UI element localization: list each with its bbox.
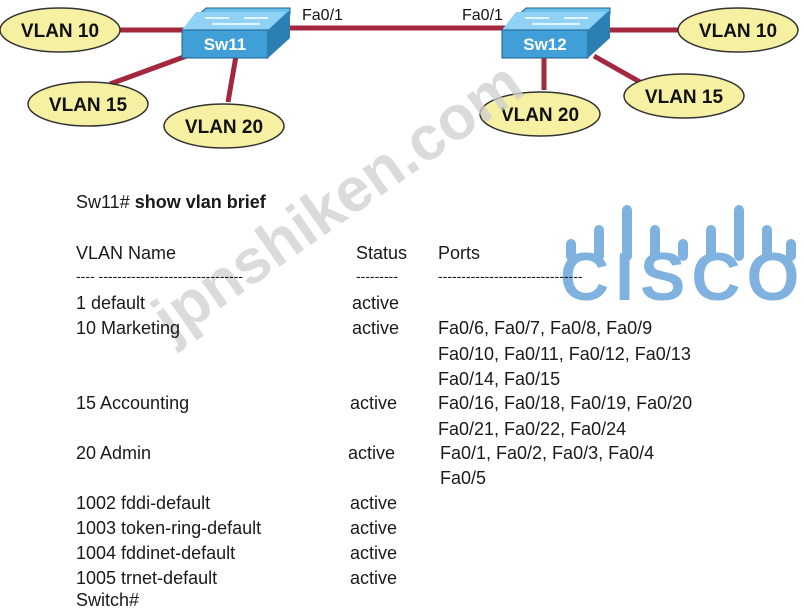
vlan-row-name: 15 Accounting — [76, 393, 190, 413]
switch-sw11: Sw11 — [181, 7, 291, 59]
header-ports: Ports — [438, 243, 481, 263]
vlan-row-status: active — [350, 493, 398, 513]
vlan-row-status: active — [350, 393, 398, 413]
vlan-row-ports: Fa0/10, Fa0/11, Fa0/12, Fa0/13 — [438, 344, 691, 364]
vlan-row-status: active — [350, 518, 398, 538]
command-text: show vlan brief — [134, 192, 266, 212]
link-sw11-vlan20 — [225, 55, 239, 103]
vlan-node: VLAN 10 — [0, 7, 121, 53]
header-vlan-name: VLAN Name — [76, 243, 177, 263]
link-sw12-vlan15 — [592, 53, 642, 85]
vlan-row-status: active — [352, 293, 400, 313]
port-label-sw12: Fa0/1 — [462, 7, 503, 24]
link-sw11-vlan15 — [109, 51, 193, 87]
switch-arrows-icon — [205, 17, 268, 25]
vlan-node: VLAN 20 — [163, 103, 285, 149]
prompt-host: Sw11# — [76, 192, 130, 212]
vlan-row-name: 1004 fddinet-default — [76, 543, 236, 563]
vlan-row-ports: Fa0/21, Fa0/22, Fa0/24 — [438, 419, 627, 439]
vlan-label: VLAN 10 — [699, 21, 777, 42]
vlan-node: VLAN 20 — [479, 91, 601, 137]
vlan-row-name: 1005 trnet-default — [76, 568, 218, 588]
topology-diagram: VLAN 10 VLAN 15 VLAN 20 VLAN 10 VLAN 20 … — [0, 7, 799, 149]
separator-ports: ------------------------------- — [438, 268, 583, 284]
vlan-row-ports: Fa0/1, Fa0/2, Fa0/3, Fa0/4 — [440, 443, 655, 463]
switch-arrows-icon — [525, 17, 588, 25]
vlan-label: VLAN 20 — [185, 117, 263, 138]
vlan-row-status: active — [350, 568, 398, 588]
cisco-bars-icon — [566, 205, 796, 261]
vlan-row-status: active — [350, 543, 398, 563]
vlan-node: VLAN 15 — [623, 73, 745, 119]
vlan-row-name: 10 Marketing — [76, 318, 181, 338]
vlan-label: VLAN 15 — [49, 95, 128, 116]
switch-label: Sw12 — [523, 35, 566, 54]
vlan-row-ports: Fa0/16, Fa0/18, Fa0/19, Fa0/20 — [438, 393, 693, 413]
vlan-row-name: 20 Admin — [76, 443, 152, 463]
vlan-row-name: 1003 token-ring-default — [76, 518, 262, 538]
switch-label: Sw11 — [204, 35, 247, 54]
switch-sw12: Sw12 — [501, 7, 611, 59]
vlan-label: VLAN 10 — [21, 21, 99, 42]
vlan-row-status: active — [348, 443, 396, 463]
vlan-row-ports: Fa0/14, Fa0/15 — [438, 369, 561, 389]
header-status: Status — [356, 243, 408, 263]
links — [109, 25, 680, 103]
vlan-row-ports: Fa0/6, Fa0/7, Fa0/8, Fa0/9 — [438, 318, 653, 338]
vlan-row-status: active — [352, 318, 400, 338]
vlan-label: VLAN 20 — [501, 105, 579, 126]
vlan-node: VLAN 15 — [27, 81, 149, 127]
vlan-row-name: 1 default — [76, 293, 146, 313]
cisco-logo-text: CISCO — [560, 239, 804, 315]
vlan-row-ports: Fa0/5 — [440, 468, 487, 488]
vlan-node: VLAN 10 — [677, 7, 799, 53]
separator-name: ---- ------------------------------- — [76, 268, 244, 284]
end-prompt: Switch# — [76, 590, 140, 610]
port-label-sw11: Fa0/1 — [302, 7, 343, 24]
cli-prompt-line: Sw11# show vlan brief — [76, 192, 266, 212]
separator-status: --------- — [356, 268, 398, 284]
vlan-row-name: 1002 fddi-default — [76, 493, 211, 513]
vlan-label: VLAN 15 — [645, 87, 724, 108]
